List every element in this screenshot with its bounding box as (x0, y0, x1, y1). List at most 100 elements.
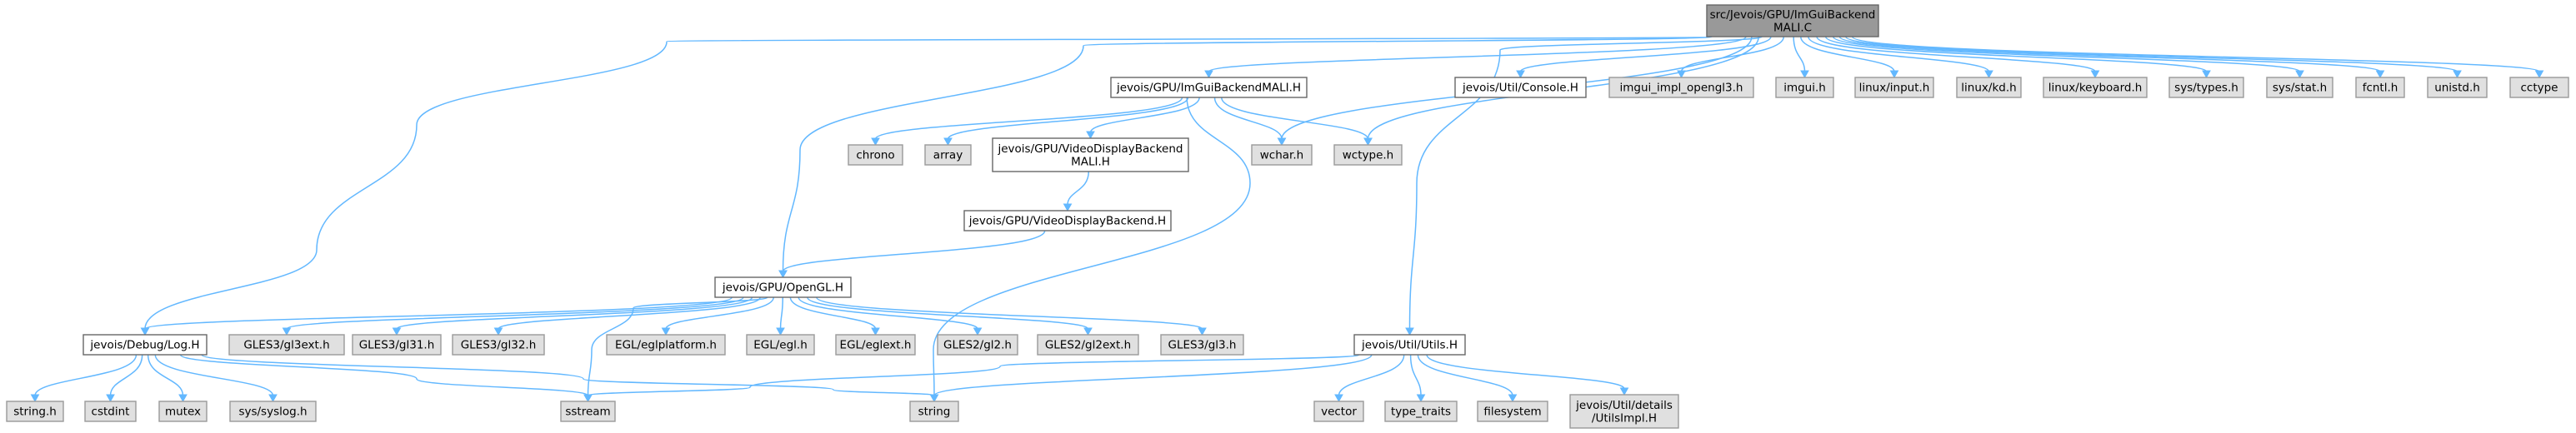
node-label: sys/stat.h (2273, 82, 2327, 95)
node-egl: EGL/egl.h (746, 334, 815, 356)
edge-arrowhead (778, 270, 788, 279)
node-label: linux/kd.h (1961, 82, 2016, 95)
node-linux_kd: linux/kd.h (1956, 77, 2022, 98)
edge-arrowhead (1405, 327, 1414, 336)
edge-utils-to-vector (1334, 354, 1405, 403)
edge-arrowhead (1619, 387, 1629, 396)
node-string: string (909, 401, 959, 422)
edge-line (179, 354, 589, 396)
edge-arrowhead (1277, 137, 1287, 147)
node-opengl[interactable]: jevois/GPU/OpenGL.H (714, 276, 852, 298)
node-syslog: sys/syslog.h (229, 401, 317, 422)
edge-log-to-cstdint (106, 354, 143, 403)
node-eglplatform: EGL/eglplatform.h (606, 334, 726, 356)
node-box (158, 401, 208, 422)
edge-root-to-unistd (1845, 36, 2462, 79)
edge-opengl-to-gl3ext (282, 296, 744, 336)
edge-log-to-sstream (179, 354, 593, 403)
edge-arrowhead (106, 394, 115, 403)
edge-arrowhead (871, 327, 880, 336)
node-label: GLES2/gl2ext.h (1045, 339, 1131, 352)
node-label: linux/input.h (1859, 82, 1930, 95)
edge-line (154, 354, 274, 396)
edge-line (201, 354, 935, 396)
node-label: sys/types.h (2174, 82, 2238, 95)
edge-utils-to-sstream (583, 354, 1360, 403)
node-box (848, 144, 903, 166)
node-label: src/Jevois/GPU/ImGuiBackend (1710, 8, 1876, 22)
node-label: imgui_impl_opengl3.h (1620, 82, 1743, 95)
edge-line (1426, 354, 1625, 390)
node-label: imgui.h (1783, 82, 1826, 95)
node-linux_kb: linux/keyboard.h (2043, 77, 2148, 98)
edge-root-to-backend_h (1204, 36, 1747, 79)
edge-arrowhead (583, 394, 593, 403)
node-backend_h[interactable]: jevois/GPU/ImGuiBackendMALI.H (1110, 77, 1308, 98)
node-label: unistd.h (2434, 82, 2480, 95)
edge-arrowhead (1416, 394, 1426, 403)
edge-line (144, 296, 733, 330)
node-box (84, 401, 137, 422)
node-label: jevois/GPU/VideoDisplayBackend (998, 142, 1183, 156)
node-vdb[interactable]: jevois/GPU/VideoDisplayBackend.H (963, 210, 1172, 231)
node-label: string (918, 406, 951, 419)
node-box (228, 334, 345, 356)
edge-opengl-to-eglext (789, 296, 880, 336)
node-array: array (924, 144, 972, 166)
node-box (2043, 77, 2148, 98)
node-box (2355, 77, 2405, 98)
edge-backend_h-to-array (943, 97, 1189, 147)
node-filesystem: filesystem (1477, 401, 1548, 422)
edge-arrowhead (2090, 70, 2100, 79)
node-utils[interactable]: jevois/Util/Utils.H (1353, 334, 1466, 356)
node-label: jevois/Util/Console.H (1462, 82, 1578, 95)
edge-vdb_mali-to-vdb (1063, 171, 1090, 212)
node-label: jevois/GPU/ImGuiBackendMALI.H (1116, 82, 1301, 95)
node-string_h: string.h (6, 401, 64, 422)
node-log[interactable]: jevois/Debug/Log.H (83, 334, 208, 356)
node-console[interactable]: jevois/Util/Console.H (1454, 77, 1587, 98)
edge-line (498, 296, 761, 330)
edge-line (807, 296, 1089, 330)
edge-arrowhead (1508, 394, 1518, 403)
node-label: jevois/Util/details (1575, 399, 1673, 412)
edge-arrowhead (1800, 70, 1809, 79)
edge-log-to-mutex (147, 354, 188, 403)
edge-root-to-sys_types (1824, 36, 2211, 79)
node-box (714, 276, 852, 298)
node-gl3ext: GLES3/gl3ext.h (228, 334, 345, 356)
node-wchar: wchar.h (1251, 144, 1313, 166)
node-label: string.h (13, 406, 57, 419)
edge-line (1208, 36, 1747, 72)
node-gl2ext: GLES2/gl2ext.h (1037, 334, 1139, 356)
edge-arrowhead (1984, 70, 1993, 79)
node-box (2266, 77, 2333, 98)
edge-line (34, 354, 138, 396)
edge-opengl-to-gl2ext (807, 296, 1093, 336)
node-box (909, 401, 959, 422)
node-vector: vector (1313, 401, 1364, 422)
node-box (1569, 394, 1679, 429)
node-label: fcntl.h (2363, 82, 2398, 95)
edge-line (1417, 354, 1513, 396)
edge-line (1832, 36, 2301, 72)
edge-arrowhead (30, 394, 40, 403)
node-type_traits: type_traits (1384, 401, 1458, 422)
edge-line (1408, 36, 1763, 330)
node-fcntl: fcntl.h (2355, 77, 2405, 98)
node-label: cstdint (92, 406, 130, 419)
node-gl3: GLES3/gl3.h (1160, 334, 1244, 356)
edge-arrowhead (661, 327, 671, 336)
node-box (6, 401, 64, 422)
node-label: array (933, 149, 963, 162)
node-box (746, 334, 815, 356)
edge-arrowhead (1198, 327, 1207, 336)
edge-line (789, 296, 877, 330)
edge-line (1793, 36, 1806, 72)
edge-log-to-string_h (30, 354, 138, 403)
node-label: mutex (165, 406, 201, 419)
edge-arrowhead (1086, 131, 1095, 140)
edge-root-to-linux_input (1800, 36, 1899, 79)
node-layer: src/Jevois/GPU/ImGuiBackendMALI.Cjevois/… (6, 4, 2569, 429)
